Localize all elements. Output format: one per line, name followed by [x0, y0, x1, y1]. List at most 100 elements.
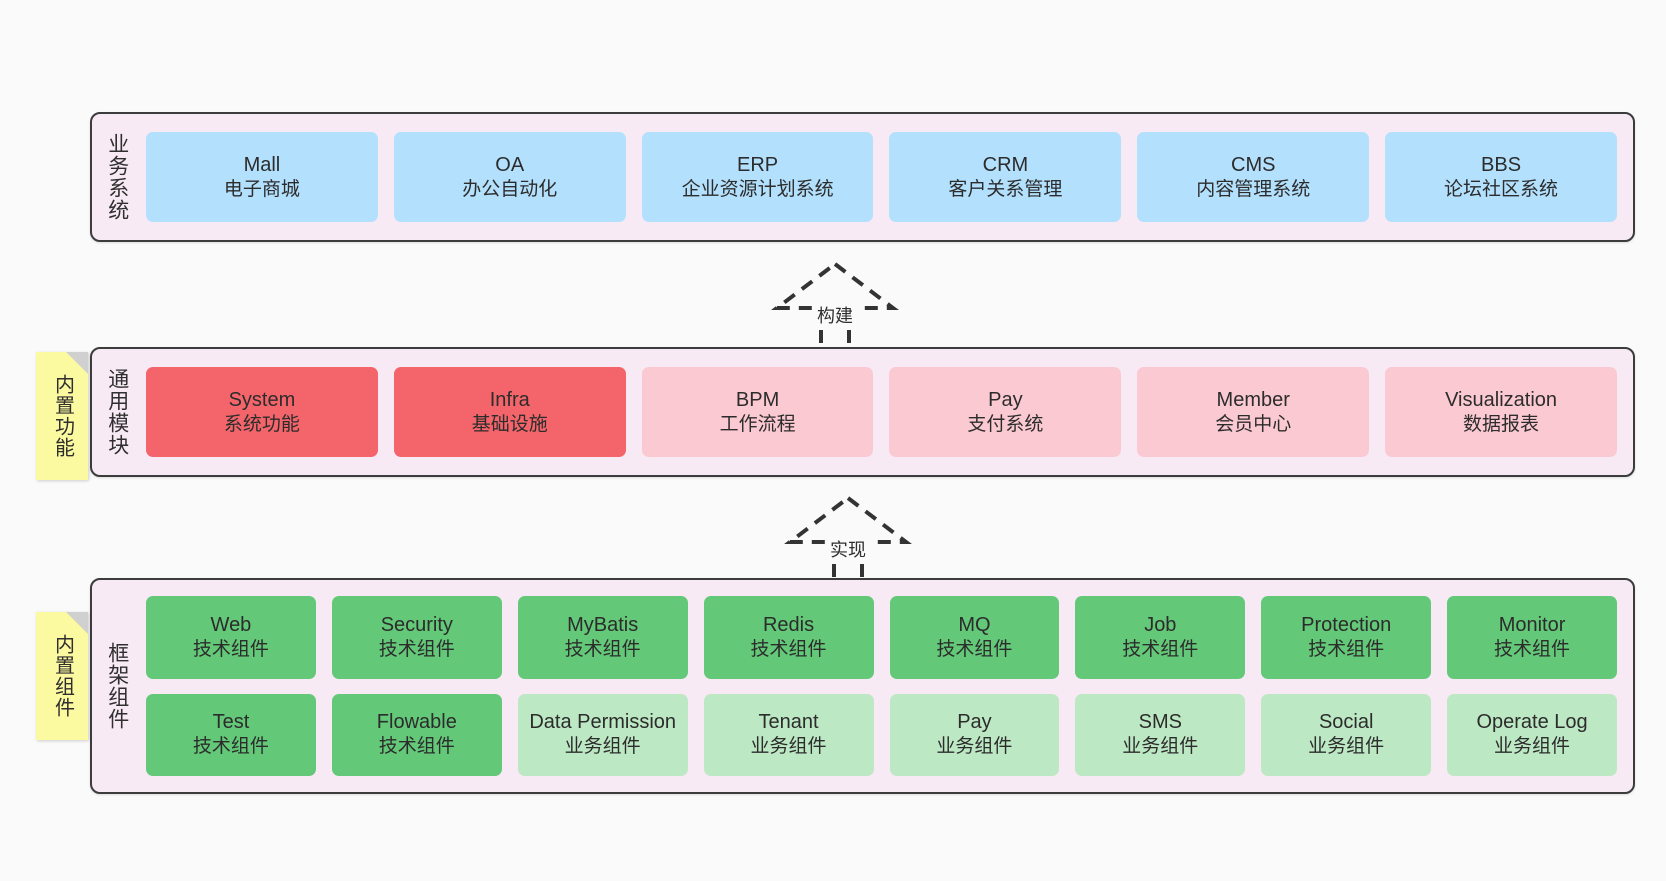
card-pay-business[interactable]: Pay 业务组件	[889, 693, 1060, 776]
card-subtitle: 业务组件	[1308, 736, 1385, 758]
card-title: OA	[495, 153, 525, 176]
card-title: Member	[1216, 388, 1290, 411]
card-subtitle: 内容管理系统	[1196, 178, 1311, 200]
card-data-permission[interactable]: Data Permission 业务组件	[517, 693, 688, 776]
card-title: Mall	[243, 153, 281, 176]
card-subtitle: 支付系统	[967, 413, 1044, 435]
card-oa[interactable]: OA 办公自动化	[393, 132, 626, 222]
card-title: CMS	[1231, 153, 1276, 176]
card-crm[interactable]: CRM 客户关系管理	[889, 132, 1122, 222]
card-title: Job	[1144, 613, 1177, 636]
connector-build: 构建	[745, 258, 925, 354]
card-subtitle: 技术组件	[192, 736, 269, 758]
card-subtitle: 技术组件	[750, 638, 827, 660]
framework-row-business: Test 技术组件 Flowable 技术组件 Data Permission …	[146, 693, 1617, 776]
card-visualization[interactable]: Visualization 数据报表	[1385, 367, 1617, 457]
sticky-note-label: 内置功能	[51, 374, 74, 458]
card-subtitle: 业务组件	[936, 736, 1013, 758]
card-subtitle: 电子商城	[223, 178, 300, 200]
card-title: MyBatis	[567, 613, 639, 636]
card-bpm[interactable]: BPM 工作流程	[641, 367, 874, 457]
card-title: System	[228, 388, 296, 411]
card-subtitle: 系统功能	[223, 413, 300, 435]
sticky-note-builtin-functions: 内置功能	[36, 352, 88, 480]
card-subtitle: 业务组件	[1494, 736, 1571, 758]
card-title: Redis	[762, 613, 815, 636]
layer-framework-components: 框架组件 Web 技术组件 Security 技术组件 MyBatis 技术组件…	[90, 578, 1635, 794]
card-subtitle: 技术组件	[192, 638, 269, 660]
card-subtitle: 办公自动化	[462, 178, 558, 200]
card-web[interactable]: Web 技术组件	[146, 596, 316, 679]
card-title: Social	[1318, 711, 1374, 734]
card-mall[interactable]: Mall 电子商城	[146, 132, 378, 222]
card-mybatis[interactable]: MyBatis 技术组件	[517, 596, 688, 679]
card-member[interactable]: Member 会员中心	[1137, 367, 1370, 457]
card-title: Pay	[988, 388, 1023, 411]
card-title: Visualization	[1445, 388, 1558, 411]
layer-common-modules: 通用模块 System 系统功能 Infra 基础设施 BPM 工作流程 Pay…	[90, 347, 1635, 477]
sticky-note-builtin-components: 内置组件	[36, 612, 88, 740]
card-title: CRM	[982, 153, 1029, 176]
card-subtitle: 会员中心	[1215, 413, 1292, 435]
card-cms[interactable]: CMS 内容管理系统	[1137, 132, 1370, 222]
layer-body-framework: Web 技术组件 Security 技术组件 MyBatis 技术组件 Redi…	[142, 580, 1633, 792]
card-title: Pay	[957, 711, 992, 734]
card-system[interactable]: System 系统功能	[146, 367, 378, 457]
card-flowable[interactable]: Flowable 技术组件	[331, 693, 502, 776]
card-title: BBS	[1481, 153, 1522, 176]
card-subtitle: 业务组件	[564, 736, 641, 758]
card-subtitle: 业务组件	[750, 736, 827, 758]
card-social[interactable]: Social 业务组件	[1261, 693, 1432, 776]
card-operate-log[interactable]: Operate Log 业务组件	[1447, 693, 1617, 776]
card-subtitle: 技术组件	[1308, 638, 1385, 660]
layer-body-business: Mall 电子商城 OA 办公自动化 ERP 企业资源计划系统 CRM 客户关系…	[142, 114, 1633, 240]
card-security[interactable]: Security 技术组件	[331, 596, 502, 679]
card-monitor[interactable]: Monitor 技术组件	[1447, 596, 1617, 679]
card-subtitle: 业务组件	[1122, 736, 1199, 758]
card-subtitle: 客户关系管理	[948, 178, 1063, 200]
sticky-note-label: 内置组件	[51, 634, 74, 718]
layer-title-business: 业务系统	[105, 133, 129, 221]
generalization-arrowhead-icon	[771, 261, 899, 310]
card-subtitle: 企业资源计划系统	[681, 178, 834, 200]
card-bbs[interactable]: BBS 论坛社区系统	[1385, 132, 1617, 222]
card-subtitle: 技术组件	[1122, 638, 1199, 660]
card-subtitle: 基础设施	[471, 413, 548, 435]
connector-implement: 实现	[758, 492, 938, 588]
card-title: Tenant	[758, 711, 819, 734]
card-sms[interactable]: SMS 业务组件	[1075, 693, 1246, 776]
layer-title-framework: 框架组件	[105, 642, 129, 730]
generalization-arrowhead-icon	[784, 495, 912, 544]
layer-title-common: 通用模块	[105, 368, 129, 456]
card-redis[interactable]: Redis 技术组件	[703, 596, 874, 679]
card-tenant[interactable]: Tenant 业务组件	[703, 693, 874, 776]
card-test[interactable]: Test 技术组件	[146, 693, 316, 776]
card-title: BPM	[735, 388, 780, 411]
card-title: Operate Log	[1476, 711, 1588, 734]
card-title: SMS	[1138, 711, 1182, 734]
card-title: Data Permission	[529, 711, 677, 734]
card-subtitle: 技术组件	[1494, 638, 1571, 660]
card-subtitle: 技术组件	[378, 638, 455, 660]
card-job[interactable]: Job 技术组件	[1075, 596, 1246, 679]
card-title: Flowable	[376, 711, 457, 734]
connector-label: 构建	[814, 302, 856, 328]
card-subtitle: 技术组件	[564, 638, 641, 660]
card-subtitle: 技术组件	[936, 638, 1013, 660]
card-erp[interactable]: ERP 企业资源计划系统	[641, 132, 874, 222]
card-title: Web	[210, 613, 252, 636]
layer-business-systems: 业务系统 Mall 电子商城 OA 办公自动化 ERP 企业资源计划系统 CRM…	[90, 112, 1635, 242]
card-title: Monitor	[1498, 613, 1566, 636]
card-title: Protection	[1301, 613, 1392, 636]
card-pay[interactable]: Pay 支付系统	[889, 367, 1122, 457]
card-title: Infra	[489, 388, 530, 411]
card-title: Test	[212, 711, 250, 734]
card-subtitle: 技术组件	[378, 736, 455, 758]
card-subtitle: 论坛社区系统	[1444, 178, 1559, 200]
layer-body-common: System 系统功能 Infra 基础设施 BPM 工作流程 Pay 支付系统…	[142, 349, 1633, 475]
card-protection[interactable]: Protection 技术组件	[1261, 596, 1432, 679]
card-infra[interactable]: Infra 基础设施	[393, 367, 626, 457]
card-title: Security	[380, 613, 453, 636]
card-mq[interactable]: MQ 技术组件	[889, 596, 1060, 679]
card-title: ERP	[737, 153, 779, 176]
